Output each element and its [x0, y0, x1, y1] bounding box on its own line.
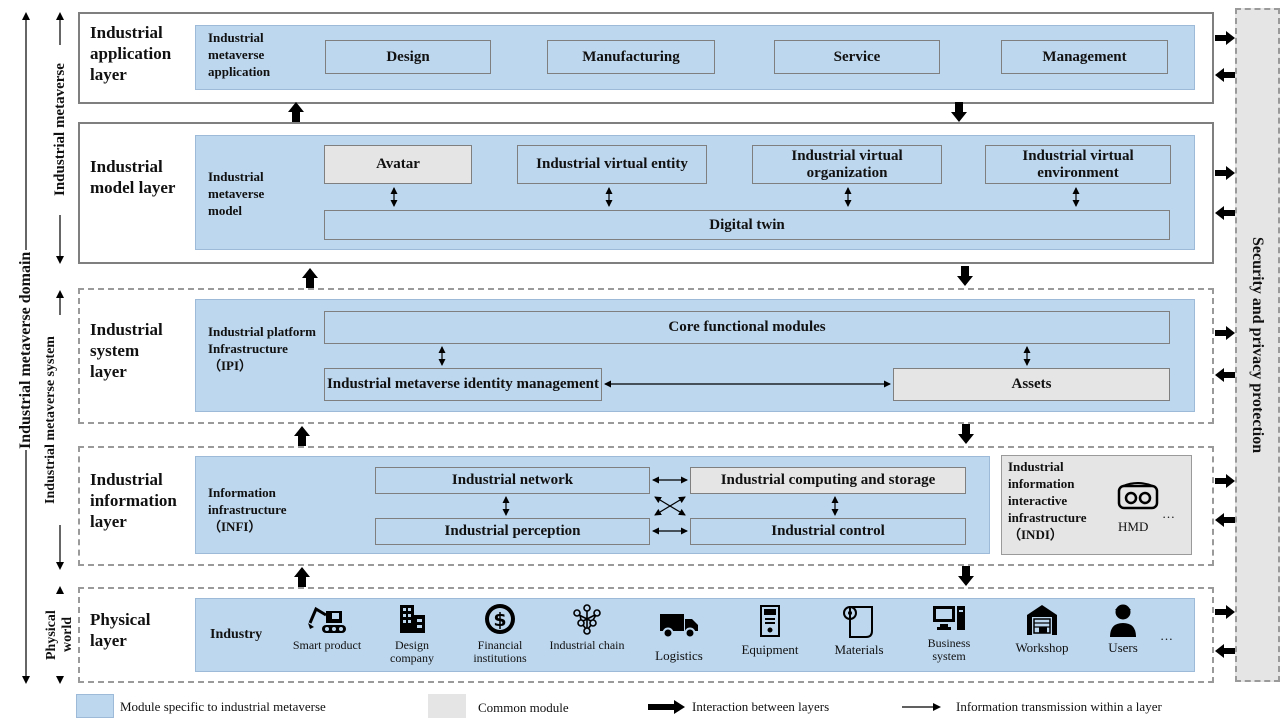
module-industrial-network: Industrial network — [375, 467, 650, 494]
item-label: Business system — [927, 636, 971, 663]
module-core-functional: Core functional modules — [324, 311, 1170, 344]
legend-common-swatch — [428, 694, 466, 718]
application-layer-name: Industrial application layer — [90, 23, 172, 84]
item-label: Design company — [390, 638, 434, 665]
item-design-company: Design company — [372, 603, 452, 665]
item-logistics: Logistics — [642, 611, 716, 662]
legend-interaction-arrow — [648, 700, 686, 714]
item-smart-product: Smart product — [287, 603, 367, 652]
hmd-icon — [1116, 482, 1160, 512]
warehouse-icon — [1027, 605, 1057, 635]
legend-transmission-label: Information transmission within a layer — [956, 699, 1162, 714]
legend-interaction-label: Interaction between layers — [692, 699, 830, 714]
system-layer-name: Industrial system layer — [90, 320, 163, 381]
module-identity-management: Industrial metaverse identity management — [324, 368, 602, 401]
module-design: Design — [325, 40, 491, 74]
item-label: Logistics — [655, 648, 703, 663]
item-workshop: Workshop — [1003, 603, 1081, 654]
application-inner-label: Industrial metaverse application — [208, 30, 271, 79]
module-virtual-environment: Industrial virtual environment — [985, 145, 1171, 184]
module-industrial-control: Industrial control — [690, 518, 966, 545]
legend-transmission-arrow — [902, 702, 942, 712]
security-label: Security and privacy protection — [1249, 236, 1266, 454]
equipment-icon — [760, 605, 780, 637]
module-manufacturing: Manufacturing — [547, 40, 715, 74]
computer-icon — [933, 606, 965, 630]
item-label: Smart product — [292, 638, 362, 652]
physical-label: Physical world — [44, 594, 78, 676]
model-layer-name: Industrial model layer — [90, 157, 176, 197]
item-label: Industrial chain — [549, 638, 625, 652]
system-label: Industrial metaverse system — [42, 315, 78, 525]
information-inner-label: Information infrastructure（INFI） — [208, 485, 287, 534]
security-arrows — [1215, 31, 1235, 658]
physical-inner-label: Industry — [210, 627, 263, 642]
svg-text:$: $ — [493, 609, 506, 631]
module-avatar: Avatar — [324, 145, 472, 184]
indi-box — [1001, 455, 1192, 555]
item-label: Equipment — [741, 642, 799, 657]
building-icon — [400, 605, 425, 633]
scroll-icon — [843, 606, 873, 638]
truck-icon — [660, 614, 698, 639]
item-materials: Materials — [823, 605, 895, 656]
user-icon — [1110, 604, 1136, 637]
module-industrial-perception: Industrial perception — [375, 518, 650, 545]
item-label: Materials — [834, 642, 884, 657]
security-bar: Security and privacy protection — [1235, 8, 1280, 682]
excavator-icon — [308, 606, 346, 633]
item-financial-institutions: $ Financial institutions — [458, 603, 542, 665]
chain-network-icon — [573, 604, 601, 635]
item-label: Financial institutions — [473, 638, 527, 665]
information-layer-name: Industrial information layer — [90, 470, 177, 531]
physical-more: … — [1160, 628, 1173, 643]
system-inner-label: Industrial platform Infrastructure（IPI） — [208, 324, 316, 373]
item-business-system: Business system — [910, 603, 988, 663]
module-digital-twin: Digital twin — [324, 210, 1170, 240]
item-label: Workshop — [1015, 640, 1069, 655]
model-inner-label: Industrial metaverse model — [208, 169, 265, 218]
item-industrial-chain: Industrial chain — [547, 603, 627, 652]
module-virtual-organization: Industrial virtual organization — [752, 145, 942, 184]
module-virtual-entity: Industrial virtual entity — [517, 145, 707, 184]
legend-common-label: Common module — [478, 700, 569, 715]
physical-layer-name: Physical layer — [90, 610, 151, 650]
domain-label: Industrial metaverse domain — [14, 250, 38, 450]
item-equipment: Equipment — [732, 605, 808, 656]
legend-specific-label: Module specific to industrial metaverse — [120, 699, 326, 714]
module-management: Management — [1001, 40, 1168, 74]
module-service: Service — [774, 40, 940, 74]
legend-specific-swatch — [76, 694, 114, 718]
indi-label: Industrial information interactive infra… — [1008, 459, 1087, 542]
item-users: Users — [1092, 603, 1154, 654]
metaverse-label: Industrial metaverse — [50, 45, 70, 215]
dollar-icon: $ — [485, 604, 515, 634]
module-assets: Assets — [893, 368, 1170, 401]
indi-more: … — [1162, 506, 1175, 521]
hmd-label: HMD — [1118, 519, 1149, 534]
module-computing-storage: Industrial computing and storage — [690, 467, 966, 494]
item-label: Users — [1108, 640, 1138, 655]
